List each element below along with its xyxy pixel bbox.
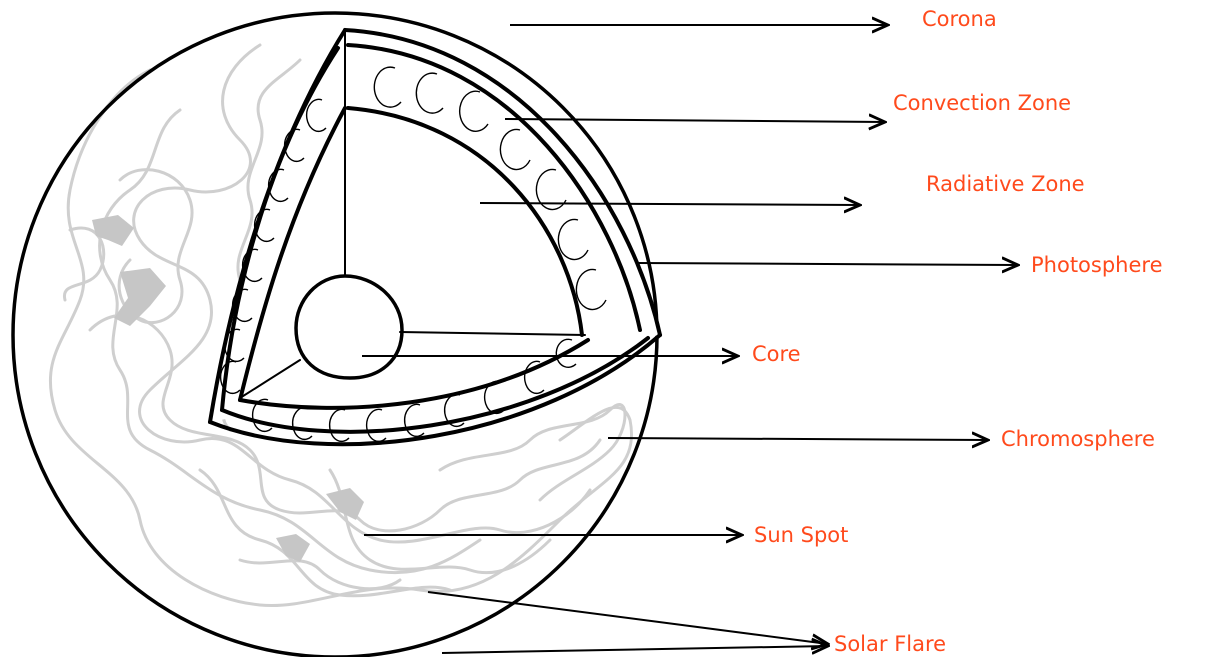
label-corona: Corona (922, 7, 997, 31)
label-photosphere: Photosphere (1031, 253, 1163, 277)
label-solar-flare: Solar Flare (834, 632, 946, 656)
label-chromosphere: Chromosphere (1001, 427, 1155, 451)
arrow-solar-flare-b (442, 646, 828, 653)
arrow-photosphere (637, 263, 1018, 265)
label-sun-spot: Sun Spot (754, 523, 848, 547)
labels: Corona Convection Zone Radiative Zone Ph… (752, 7, 1163, 656)
label-core: Core (752, 342, 801, 366)
arrow-chromosphere (608, 438, 988, 440)
label-convection-zone: Convection Zone (893, 91, 1071, 115)
label-radiative-zone: Radiative Zone (926, 172, 1085, 196)
arrow-convection-zone (505, 119, 885, 122)
cutaway-wedge (210, 30, 660, 444)
